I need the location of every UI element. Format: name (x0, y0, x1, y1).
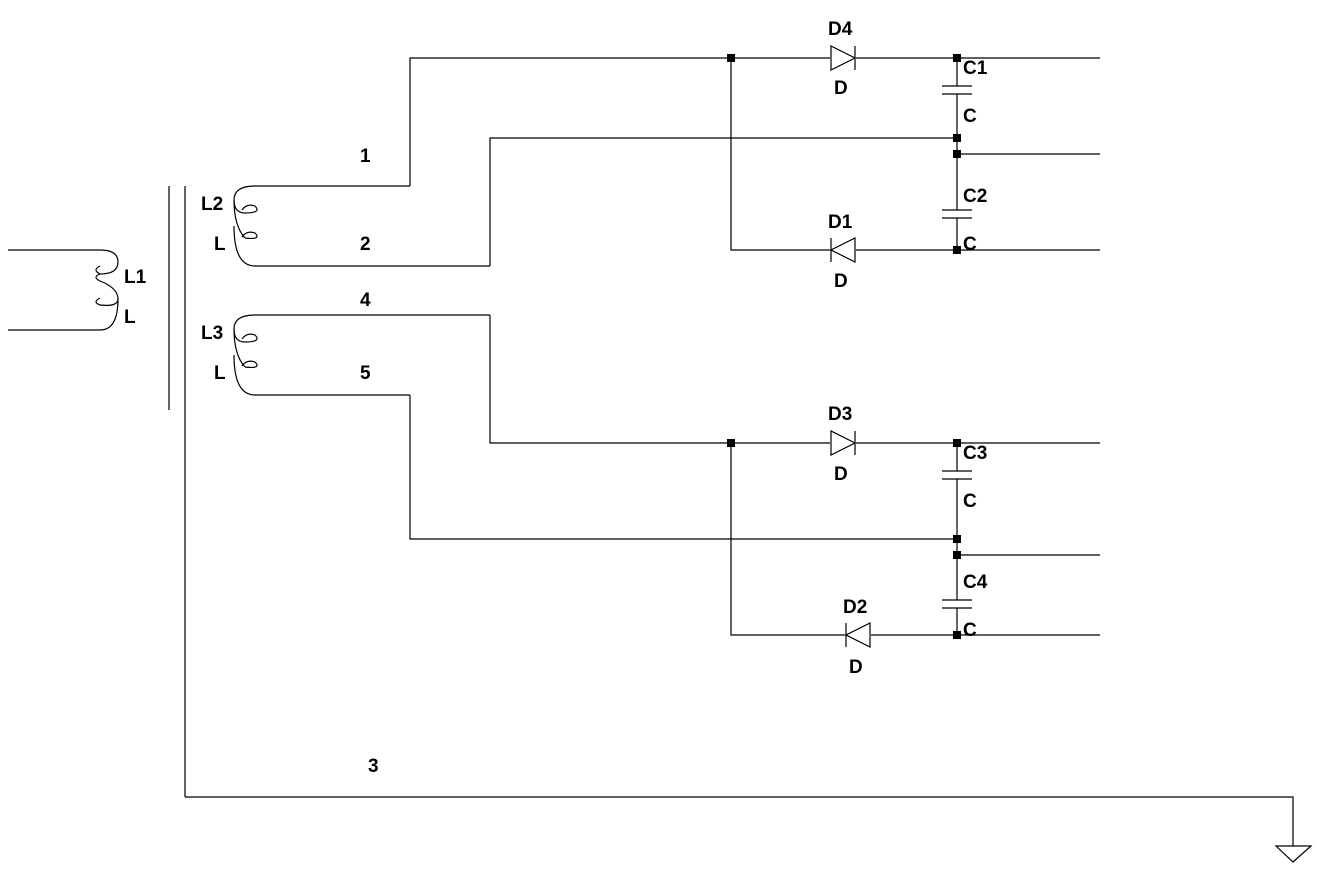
capacitor-C3[interactable] (942, 470, 972, 480)
capacitor-C1-value: C (963, 106, 977, 127)
inductor-L3[interactable] (233, 314, 490, 396)
diode-D1-value: D (834, 271, 848, 292)
junction-dots (727, 54, 961, 639)
inductor-L1-value: L (124, 307, 136, 328)
capacitor-C4-value: C (963, 620, 977, 641)
diode-D4-value: D (834, 78, 848, 99)
diode-D3-value: D (834, 464, 848, 485)
lower-wiring (409, 315, 1100, 636)
upper-wiring (409, 57, 1100, 266)
capacitor-C3-value: C (963, 491, 977, 512)
inductor-L2-ref: L2 (201, 194, 223, 215)
capacitor-C1-ref: C1 (963, 58, 988, 79)
net-label-2: 2 (360, 234, 371, 255)
diode-D2-ref: D2 (843, 597, 867, 618)
diode-D4[interactable] (830, 45, 857, 71)
capacitor-C4-ref: C4 (963, 572, 988, 593)
capacitor-C2-ref: C2 (963, 186, 987, 207)
net-label-5: 5 (360, 363, 371, 384)
inductor-L3-ref: L3 (201, 323, 223, 344)
diode-D1-ref: D1 (828, 212, 853, 233)
inductor-L1-ref: L1 (124, 267, 147, 288)
capacitor-C2-value: C (963, 234, 977, 255)
inductor-L2[interactable] (233, 185, 490, 267)
net-label-1: 1 (360, 146, 371, 167)
diode-D2-value: D (849, 657, 863, 678)
diode-D3[interactable] (830, 430, 857, 456)
inductor-L2-value: L (214, 234, 226, 255)
diode-D4-ref: D4 (828, 19, 853, 40)
net-label-3: 3 (368, 756, 379, 777)
capacitor-C1[interactable] (942, 85, 972, 95)
capacitor-C3-ref: C3 (963, 443, 987, 464)
capacitor-C2[interactable] (942, 209, 972, 219)
diode-D1[interactable] (829, 237, 856, 263)
diode-D2[interactable] (844, 622, 871, 648)
inductor-L3-value: L (214, 363, 226, 384)
diode-D3-ref: D3 (828, 404, 852, 425)
capacitor-C4[interactable] (942, 599, 972, 609)
ground-wire (185, 796, 1294, 846)
ground-symbol-icon (1274, 845, 1313, 863)
inductor-L1[interactable] (8, 249, 119, 331)
net-label-4: 4 (360, 290, 371, 311)
